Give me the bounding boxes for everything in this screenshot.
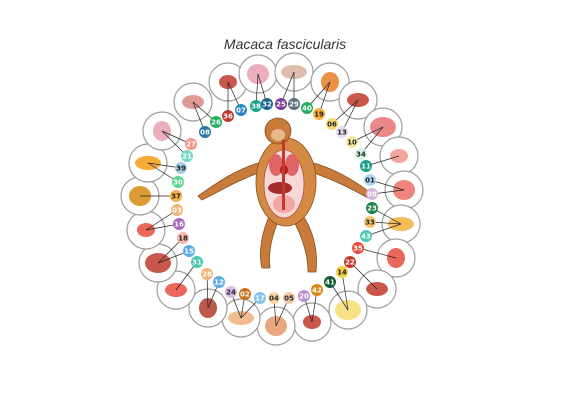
tissue-id-label: 15 — [184, 248, 194, 256]
tissue-id-label: 29 — [289, 101, 299, 109]
tissue-badge-17: 17 — [254, 292, 266, 304]
tissue-badge-05: 05 — [283, 292, 295, 304]
tissue-id-label: 08 — [200, 129, 210, 137]
tissue-badge-38: 38 — [250, 100, 262, 112]
tissue-badge-20: 20 — [298, 290, 310, 302]
tissue-id-label: 26 — [211, 119, 221, 127]
tissue-badge-02: 02 — [239, 288, 251, 300]
tissue-badge-12: 12 — [213, 276, 225, 288]
tissue-id-label: 41 — [325, 279, 335, 287]
tissue-badge-26: 26 — [210, 116, 222, 128]
tissue-id-label: 35 — [353, 245, 363, 253]
tissue-id-label: 40 — [302, 105, 312, 113]
tissue-id-label: 18 — [178, 235, 188, 243]
tissue-id-label: 04 — [269, 295, 279, 303]
tissue-badge-07: 07 — [235, 104, 247, 116]
tissue-badge-11: 11 — [360, 160, 372, 172]
leader-line — [341, 271, 349, 311]
tissue-id-label: 36 — [223, 113, 233, 121]
tissue-badge-31: 31 — [191, 256, 203, 268]
tissue-id-label: 16 — [174, 221, 184, 229]
diagram-title: Macaca fascicularis — [223, 36, 347, 52]
tissue-id-label: 03 — [172, 207, 182, 215]
tissue-badge-15: 15 — [183, 245, 195, 257]
tissue-badge-34: 34 — [355, 148, 367, 160]
leader-line — [365, 223, 402, 237]
tissue-id-label: 11 — [361, 163, 371, 171]
tissue-id-label: 25 — [276, 101, 286, 109]
tissue-badge-23: 23 — [366, 202, 378, 214]
tissue-id-label: 12 — [214, 279, 224, 287]
tissue-id-label: 32 — [262, 101, 272, 109]
tissue-id-label: 05 — [284, 295, 294, 303]
tissue-badge-32: 32 — [261, 98, 273, 110]
tissue-badge-33: 33 — [364, 216, 376, 228]
tissue-badge-01: 01 — [364, 174, 376, 186]
tissue-badge-29: 29 — [288, 98, 300, 110]
tissue-id-label: 27 — [186, 141, 196, 149]
tissue-badge-30: 30 — [172, 176, 184, 188]
tissue-badge-43: 43 — [360, 230, 372, 242]
tissue-id-label: 34 — [356, 151, 366, 159]
tissue-badge-37: 37 — [170, 190, 182, 202]
leader-line — [357, 247, 397, 259]
tissue-id-label: 14 — [337, 269, 347, 277]
tissue-id-label: 02 — [240, 291, 250, 299]
tissue-badge-40: 40 — [301, 102, 313, 114]
tissue-badge-13: 13 — [336, 126, 348, 138]
tissue-badge-27: 27 — [185, 138, 197, 150]
tissue-id-label: 31 — [192, 259, 202, 267]
tissue-badge-19: 19 — [313, 108, 325, 120]
tissue-id-label: 19 — [314, 111, 324, 119]
tissue-id-label: 01 — [365, 177, 375, 185]
monkey-figure — [197, 117, 373, 273]
tissue-id-label: 43 — [361, 233, 371, 241]
tissue-id-label: 38 — [251, 103, 261, 111]
tissue-badge-08: 08 — [199, 126, 211, 138]
tissue-id-label: 07 — [236, 107, 246, 115]
tissue-id-label: 13 — [337, 129, 347, 137]
tissue-id-label: 24 — [226, 289, 236, 297]
tissue-badge-18: 18 — [177, 232, 189, 244]
leader-line — [145, 209, 178, 231]
tissue-badge-41: 41 — [324, 276, 336, 288]
tissue-badge-22: 22 — [344, 256, 356, 268]
tissue-badge-10: 10 — [346, 136, 358, 148]
tissue-badge-09: 09 — [366, 188, 378, 200]
tissue-badge-28: 28 — [201, 268, 213, 280]
tissue-id-label: 42 — [312, 287, 322, 295]
tissue-id-label: 17 — [255, 295, 265, 303]
tissue-id-label: 33 — [365, 219, 375, 227]
tissue-badge-39: 39 — [175, 162, 187, 174]
tissue-badge-24: 24 — [225, 286, 237, 298]
tissue-id-label: 37 — [171, 193, 181, 201]
tissue-badge-35: 35 — [352, 242, 364, 254]
tissue-id-label: 20 — [299, 293, 309, 301]
tissue-id-label: 09 — [367, 191, 377, 199]
tissue-id-label: 22 — [345, 259, 355, 267]
tissue-badge-42: 42 — [311, 284, 323, 296]
tissue-badge-03: 03 — [171, 204, 183, 216]
leader-line — [349, 261, 378, 290]
tissue-id-label: 21 — [182, 153, 192, 161]
tissue-badge-25: 25 — [275, 98, 287, 110]
tissue-badge-16: 16 — [173, 218, 185, 230]
tissue-id-label: 28 — [202, 271, 212, 279]
tissue-badge-06: 06 — [326, 118, 338, 130]
tissue-id-label: 23 — [367, 205, 377, 213]
tissue-id-label: 39 — [176, 165, 186, 173]
tissue-id-label: 30 — [173, 179, 183, 187]
tissue-id-label: 10 — [347, 139, 357, 147]
tissue-id-label: 06 — [327, 121, 337, 129]
tissue-badge-36: 36 — [222, 110, 234, 122]
tissue-badge-04: 04 — [268, 292, 280, 304]
tissue-badge-21: 21 — [181, 150, 193, 162]
tissue-badge-14: 14 — [336, 266, 348, 278]
